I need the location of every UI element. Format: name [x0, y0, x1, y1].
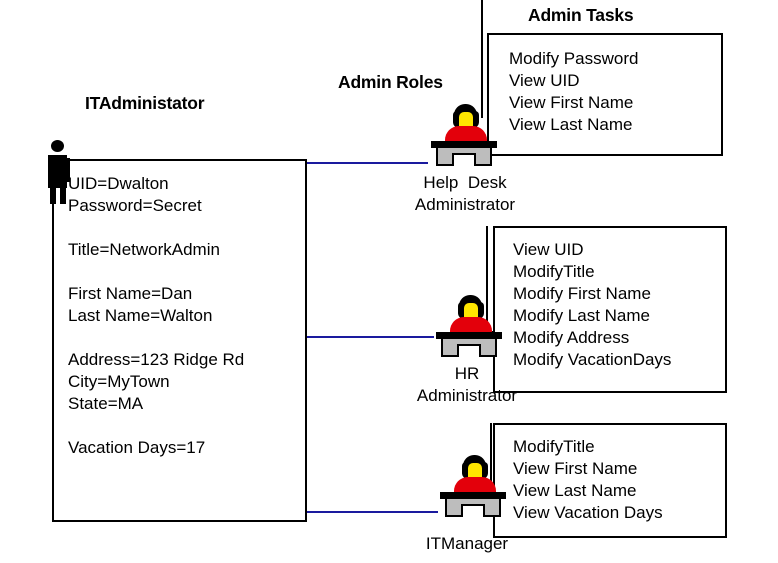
desk-top [440, 492, 506, 499]
it-administrator-attribute-list: UID=Dwalton Password=Secret Title=Networ… [68, 174, 245, 457]
actor-leg-left [50, 186, 56, 204]
connector-it-manager-to-tasks-vertical [490, 423, 492, 491]
connector-it-admin-to-hr [306, 336, 434, 338]
person-hair-left [453, 111, 460, 128]
desk-top [431, 141, 497, 148]
it-manager-tasks-box[interactable]: ModifyTitle View First Name View Last Na… [493, 423, 727, 538]
desk-opening [457, 344, 481, 357]
person-hair-left [462, 462, 469, 479]
help-desk-tasks-list: Modify Password View UID View First Name… [509, 49, 639, 134]
heading-admin-roles: Admin Roles [338, 72, 443, 92]
desk-top [436, 332, 502, 339]
person-at-desk-icon-help-desk [428, 104, 500, 166]
actor-body [48, 155, 67, 188]
person-torso [454, 477, 496, 496]
connector-it-admin-to-it-manager [306, 511, 438, 513]
person-at-desk-icon-it-manager [437, 455, 509, 517]
hr-tasks-box[interactable]: View UID ModifyTitle Modify First Name M… [493, 226, 727, 393]
role-label-it-manager: ITManager [425, 534, 509, 553]
heading-it-administrator: ITAdministator [85, 93, 205, 113]
actor-head [51, 140, 64, 152]
desk-opening [452, 153, 476, 166]
actor-arm [65, 158, 70, 182]
person-hair-right [472, 111, 479, 128]
role-label-help-desk-administrator: Help Desk Administrator [414, 173, 516, 214]
connector-hr-to-tasks-vertical [486, 226, 488, 331]
hr-tasks-list: View UID ModifyTitle Modify First Name M… [513, 240, 672, 369]
heading-admin-tasks: Admin Tasks [528, 5, 634, 25]
role-label-hr-administrator: HR Administrator [416, 364, 518, 405]
stick-figure-actor-icon [44, 140, 78, 208]
person-hair-left [458, 302, 465, 319]
connector-it-admin-to-help-desk [306, 162, 428, 164]
it-administrator-box[interactable]: UID=Dwalton Password=Secret Title=Networ… [52, 159, 307, 522]
person-torso [450, 317, 492, 336]
it-manager-tasks-list: ModifyTitle View First Name View Last Na… [513, 437, 663, 522]
person-hair-right [477, 302, 484, 319]
person-hair-right [481, 462, 488, 479]
connector-help-desk-to-tasks-vertical [481, 0, 483, 118]
help-desk-tasks-box[interactable]: Modify Password View UID View First Name… [487, 33, 723, 156]
person-torso [445, 126, 487, 145]
desk-opening [461, 504, 485, 517]
actor-leg-right [60, 186, 66, 204]
person-at-desk-icon-hr [433, 295, 505, 357]
